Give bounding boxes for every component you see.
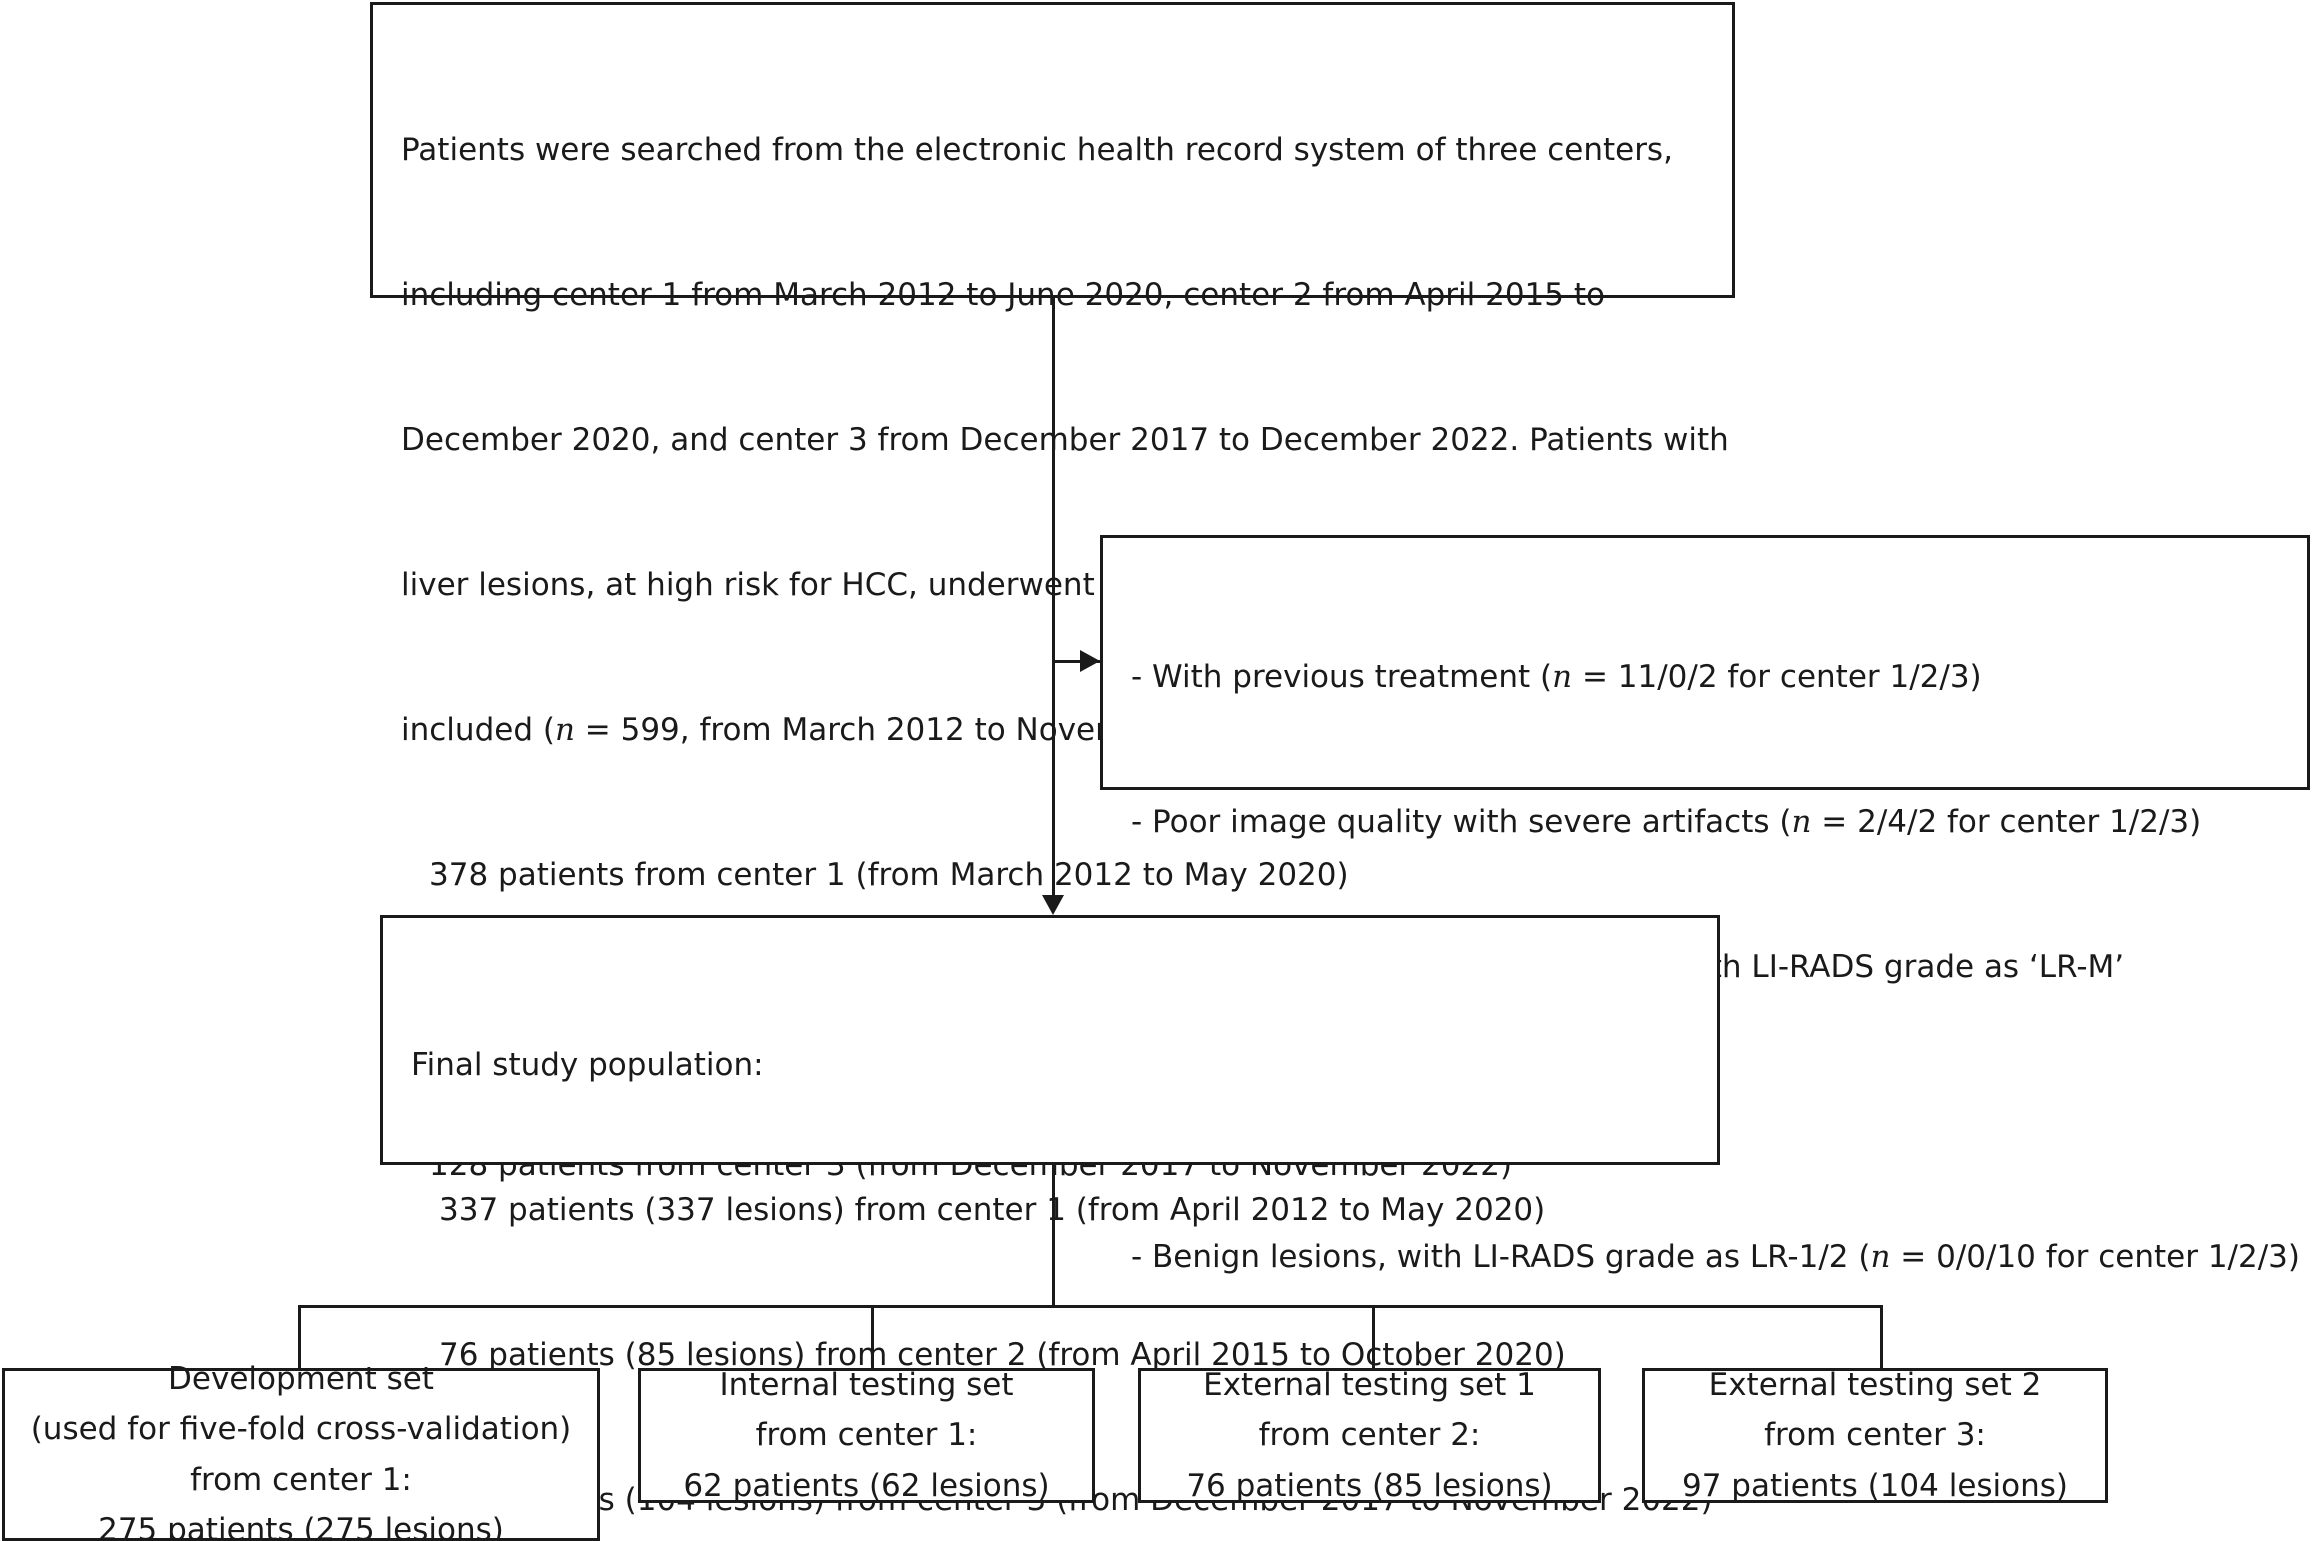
- connector-to-exclusions: [1052, 660, 1100, 663]
- external-testing-set-2-box: External testing set 2 from center 3: 97…: [1642, 1367, 2108, 1504]
- enrollment-line-2: including center 1 from March 2012 to Ju…: [401, 276, 1605, 313]
- exclusion-item-5-pre: - Benign lesions, with LI-RADS grade as …: [1131, 1239, 1871, 1276]
- connector-final-to-splitter: [1052, 1165, 1055, 1307]
- enrollment-included-n-symbol: n: [554, 712, 575, 749]
- branch-line-external-1: [1372, 1305, 1375, 1410]
- branch-line-development: [298, 1305, 301, 1410]
- external-testing-set-2-line-3: 97 patients (104 lesions): [1681, 1467, 2069, 1504]
- exclusion-item-5: - Benign lesions, with LI-RADS grade as …: [1131, 1233, 2307, 1281]
- connector-enrollment-to-final: [1052, 298, 1055, 898]
- exclusion-item-2-pre: - Poor image quality with severe artifac…: [1131, 803, 1792, 840]
- branch-line-internal: [871, 1305, 874, 1410]
- enrollment-line-3: December 2020, and center 3 from Decembe…: [401, 421, 1729, 458]
- enrollment-box: Patients were searched from the electron…: [370, 2, 1735, 1183]
- external-testing-set-1-line-2: from center 2:: [1258, 1417, 1481, 1454]
- internal-testing-set-line-3: 62 patients (62 lesions): [683, 1467, 1050, 1504]
- exclusion-criteria-box: - With previous treatment (n = 11/0/2 fo…: [1100, 535, 2310, 1275]
- development-set-line-2: (used for five-fold cross-validation): [30, 1411, 572, 1448]
- splitter-horizontal-bus: [298, 1305, 1883, 1308]
- internal-testing-set-line-1: Internal testing set: [719, 1367, 1014, 1404]
- final-population-line-2: 76 patients (85 lesions) from center 2 (…: [439, 1336, 1566, 1373]
- exclusion-item-1-n-symbol: n: [1552, 658, 1573, 695]
- exclusion-item-1: - With previous treatment (n = 11/0/2 fo…: [1131, 653, 2307, 701]
- development-set-box: Development set (used for five-fold cros…: [2, 1361, 600, 1541]
- enrollment-included-prefix: included (: [401, 712, 555, 749]
- internal-testing-set-line-2: from center 1:: [755, 1417, 978, 1454]
- exclusion-item-2: - Poor image quality with severe artifac…: [1131, 798, 2307, 846]
- enrollment-line-1: Patients were searched from the electron…: [401, 131, 1673, 168]
- external-testing-set-2-line-1: External testing set 2: [1708, 1367, 2042, 1404]
- external-testing-set-1-box: External testing set 1 from center 2: 76…: [1138, 1367, 1601, 1504]
- external-testing-set-1-line-3: 76 patients (85 lesions): [1186, 1467, 1553, 1504]
- exclusion-item-5-post: = 0/0/10 for center 1/2/3): [1890, 1239, 2300, 1276]
- exclusion-item-5-n-symbol: n: [1870, 1239, 1891, 1276]
- exclusion-item-1-post: = 11/0/2 for center 1/2/3): [1572, 658, 1982, 695]
- arrowhead-to-final-population: [1042, 895, 1064, 915]
- final-population-line-1: 337 patients (337 lesions) from center 1…: [439, 1191, 1546, 1228]
- development-set-line-4: 275 patients (275 lesions): [98, 1511, 504, 1541]
- development-set-line-3: from center 1:: [190, 1461, 412, 1498]
- internal-testing-set-box: Internal testing set from center 1: 62 p…: [638, 1367, 1095, 1504]
- final-study-population-box: Final study population: 337 patients (33…: [380, 915, 1720, 1518]
- exclusion-item-2-post: = 2/4/2 for center 1/2/3): [1811, 803, 2202, 840]
- external-testing-set-2-line-2: from center 3:: [1764, 1417, 1986, 1454]
- final-population-heading: Final study population:: [411, 1046, 764, 1083]
- development-set-line-1: Development set: [168, 1361, 434, 1398]
- branch-line-external-2: [1880, 1305, 1883, 1410]
- external-testing-set-1-line-1: External testing set 1: [1203, 1367, 1536, 1404]
- arrowhead-to-exclusions: [1080, 650, 1100, 672]
- exclusion-item-1-pre: - With previous treatment (: [1131, 658, 1553, 695]
- exclusion-item-2-n-symbol: n: [1791, 803, 1812, 840]
- enrollment-sub-line-1: 378 patients from center 1 (from March 2…: [429, 857, 1349, 894]
